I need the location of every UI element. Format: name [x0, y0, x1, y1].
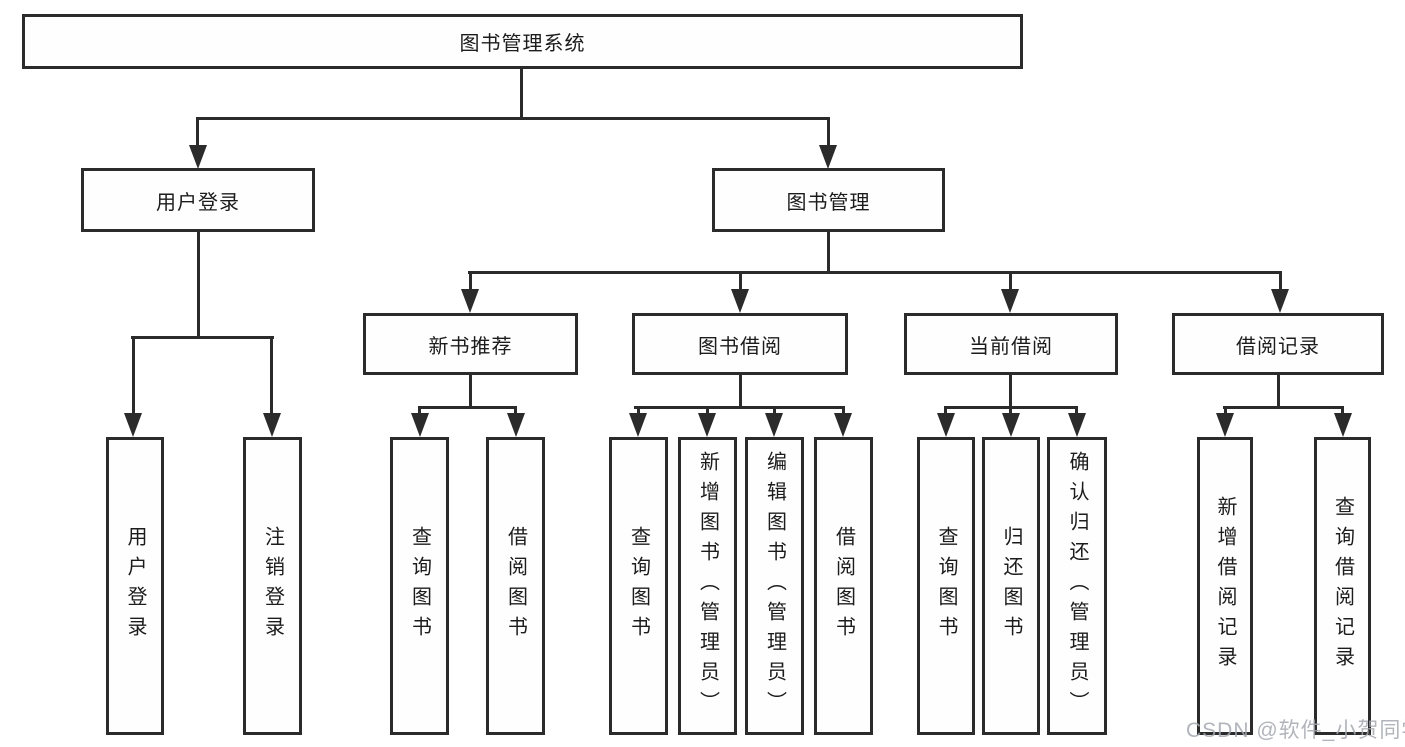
node-borrowing-records: 借阅记录: [1172, 313, 1384, 375]
node-records-query-record: 查询借阅记录: [1314, 437, 1371, 735]
connector-line: [132, 336, 135, 414]
node-borrow-add-books-admin: 新增图书（管理员）: [678, 437, 737, 735]
node-logout-label: 注销登录: [261, 526, 284, 646]
node-current-confirm-return-admin: 确认归还（管理员）: [1047, 437, 1107, 735]
arrow-down-icon: [507, 413, 525, 437]
node-borrow-edit-books-admin-label: 编辑图书（管理员）: [763, 451, 786, 721]
connector-line: [196, 117, 199, 147]
node-borrow-borrow-books-label: 借阅图书: [832, 526, 855, 646]
node-records-add-record-label: 新增借阅记录: [1214, 496, 1236, 676]
node-book-borrowing-label: 图书借阅: [698, 335, 782, 358]
connector-line: [773, 406, 776, 416]
connector-line: [520, 66, 523, 120]
node-borrow-query-books: 查询图书: [609, 437, 668, 735]
connector-line: [1009, 271, 1012, 292]
connector-line: [197, 232, 200, 339]
connector-line: [1224, 406, 1227, 416]
connector-line: [634, 406, 845, 409]
node-logout: 注销登录: [243, 437, 302, 735]
node-newrec-borrow-books: 借阅图书: [486, 437, 545, 735]
node-newrec-borrow-books-label: 借阅图书: [504, 526, 527, 646]
node-user-login: 用户登录: [81, 168, 315, 232]
node-borrowing-records-label: 借阅记录: [1236, 335, 1320, 358]
arrow-down-icon: [1002, 413, 1020, 437]
connector-line: [1075, 406, 1078, 416]
arrow-down-icon: [937, 413, 955, 437]
connector-line: [637, 406, 640, 416]
connector-line: [418, 406, 421, 416]
node-current-return-books: 归还图书: [982, 437, 1040, 735]
arrow-down-icon: [1068, 413, 1086, 437]
arrow-down-icon: [1271, 289, 1289, 313]
node-borrow-borrow-books: 借阅图书: [814, 437, 873, 735]
node-user-login-label: 用户登录: [156, 191, 240, 214]
arrow-down-icon: [1001, 289, 1019, 313]
connector-line: [196, 117, 830, 120]
node-book-management: 图书管理: [712, 168, 945, 232]
connector-line: [514, 406, 517, 416]
arrow-down-icon: [1334, 413, 1352, 437]
connector-line: [739, 271, 742, 292]
arrow-down-icon: [731, 289, 749, 313]
node-records-query-record-label: 查询借阅记录: [1331, 496, 1354, 676]
node-user-login-leaf: 用户登录: [106, 437, 164, 735]
arrow-down-icon: [819, 145, 837, 169]
node-user-login-leaf-label: 用户登录: [124, 526, 146, 646]
connector-line: [827, 117, 830, 147]
connector-line: [706, 406, 709, 416]
arrow-down-icon: [834, 413, 852, 437]
arrow-down-icon: [765, 413, 783, 437]
node-current-borrowing-label: 当前借阅: [969, 335, 1053, 358]
connector-line: [418, 406, 517, 409]
connector-line: [827, 232, 830, 274]
csdn-watermark: CSDN @软件_小贺同学: [1186, 719, 1405, 742]
arrow-down-icon: [698, 413, 716, 437]
connector-line: [131, 336, 274, 339]
connector-line: [468, 271, 1282, 274]
connector-line: [469, 271, 472, 292]
node-current-borrowing: 当前借阅: [904, 313, 1118, 375]
arrow-down-icon: [461, 289, 479, 313]
node-current-confirm-return-admin-label: 确认归还（管理员）: [1066, 451, 1088, 721]
node-book-borrowing: 图书借阅: [632, 313, 848, 375]
connector-line: [944, 406, 947, 416]
arrow-down-icon: [629, 413, 647, 437]
arrow-down-icon: [189, 145, 207, 169]
node-newrec-query-books: 查询图书: [390, 437, 449, 735]
arrow-down-icon: [411, 413, 429, 437]
arrow-down-icon: [263, 413, 281, 437]
connector-line: [1009, 406, 1012, 416]
node-borrow-query-books-label: 查询图书: [627, 526, 650, 646]
connector-line: [1009, 375, 1012, 409]
node-book-management-label: 图书管理: [786, 191, 871, 214]
connector-line: [842, 406, 845, 416]
node-new-book-recommend-label: 新书推荐: [428, 335, 513, 358]
connector-line: [1279, 271, 1282, 292]
connector-line: [739, 375, 742, 409]
connector-line: [270, 336, 273, 414]
node-current-query-books-label: 查询图书: [935, 526, 957, 646]
node-library-system: 图书管理系统: [22, 14, 1023, 69]
node-new-book-recommend: 新书推荐: [363, 313, 578, 375]
connector-line: [1277, 375, 1280, 409]
connector-line: [1223, 406, 1343, 409]
connector-line: [1341, 406, 1344, 416]
node-newrec-query-books-label: 查询图书: [408, 526, 431, 646]
node-library-system-label: 图书管理系统: [459, 33, 586, 55]
node-borrow-edit-books-admin: 编辑图书（管理员）: [745, 437, 804, 735]
node-current-query-books: 查询图书: [917, 437, 975, 735]
connector-line: [469, 375, 472, 409]
arrow-down-icon: [124, 413, 142, 437]
node-current-return-books-label: 归还图书: [1000, 526, 1022, 646]
node-records-add-record: 新增借阅记录: [1197, 437, 1253, 735]
node-borrow-add-books-admin-label: 新增图书（管理员）: [696, 451, 719, 721]
arrow-down-icon: [1216, 413, 1234, 437]
